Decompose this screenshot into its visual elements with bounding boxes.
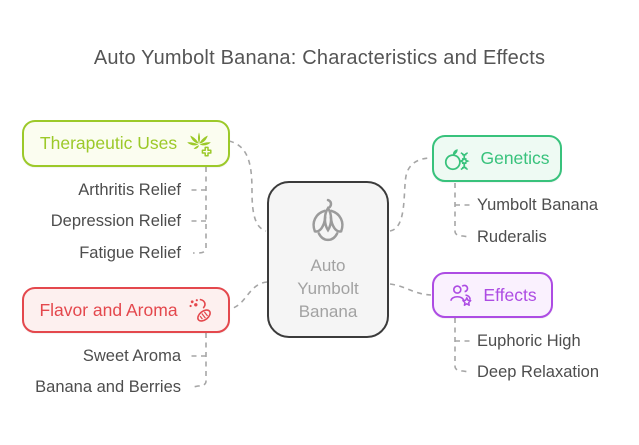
item-sweet-aroma: Sweet Aroma xyxy=(82,347,181,365)
banana-icon xyxy=(300,196,356,249)
center-node: Auto Yumbolt Banana xyxy=(267,181,389,338)
connector-center-to-effects xyxy=(389,283,432,296)
branch-label: Effects xyxy=(483,284,537,305)
connector-flavor-items-spine xyxy=(192,333,207,388)
branch-label: Flavor and Aroma xyxy=(39,299,178,320)
connector-effects-items-spine xyxy=(454,318,470,373)
connector-genetics-items-spine xyxy=(454,183,470,238)
connector-therapeutic-items-spine xyxy=(193,167,207,254)
item-deep-relaxation: Deep Relaxation xyxy=(477,363,599,381)
center-node-label: Auto Yumbolt Banana xyxy=(297,256,359,321)
item-euphoric-high: Euphoric High xyxy=(477,332,581,350)
branch-box-genetics: Genetics xyxy=(432,135,562,182)
item-banana-and-berries: Banana and Berries xyxy=(35,378,181,396)
item-depression-relief: Depression Relief xyxy=(50,212,181,230)
connector-center-to-genetics xyxy=(389,157,432,232)
people-star-icon xyxy=(448,282,474,308)
aroma-icon xyxy=(187,297,213,323)
branch-box-therapeutic-uses: Therapeutic Uses xyxy=(22,120,230,167)
cannabis-plus-icon xyxy=(186,131,212,157)
item-yumbolt-banana: Yumbolt Banana xyxy=(477,196,599,214)
page-title: Auto Yumbolt Banana: Characteristics and… xyxy=(93,47,546,69)
branch-label: Genetics xyxy=(480,148,550,168)
branch-label: Therapeutic Uses xyxy=(39,133,178,153)
branch-box-effects: Effects xyxy=(432,272,553,318)
item-ruderalis: Ruderalis xyxy=(477,228,547,246)
branch-box-flavor-and-aroma: Flavor and Aroma xyxy=(22,287,230,333)
item-arthritis-relief: Arthritis Relief xyxy=(78,181,181,199)
connector-center-to-flavor xyxy=(229,281,268,310)
connector-therapeutic-to-center xyxy=(228,140,267,232)
fruit-dna-icon xyxy=(444,145,471,172)
item-fatigue-relief: Fatigue Relief xyxy=(79,244,181,262)
